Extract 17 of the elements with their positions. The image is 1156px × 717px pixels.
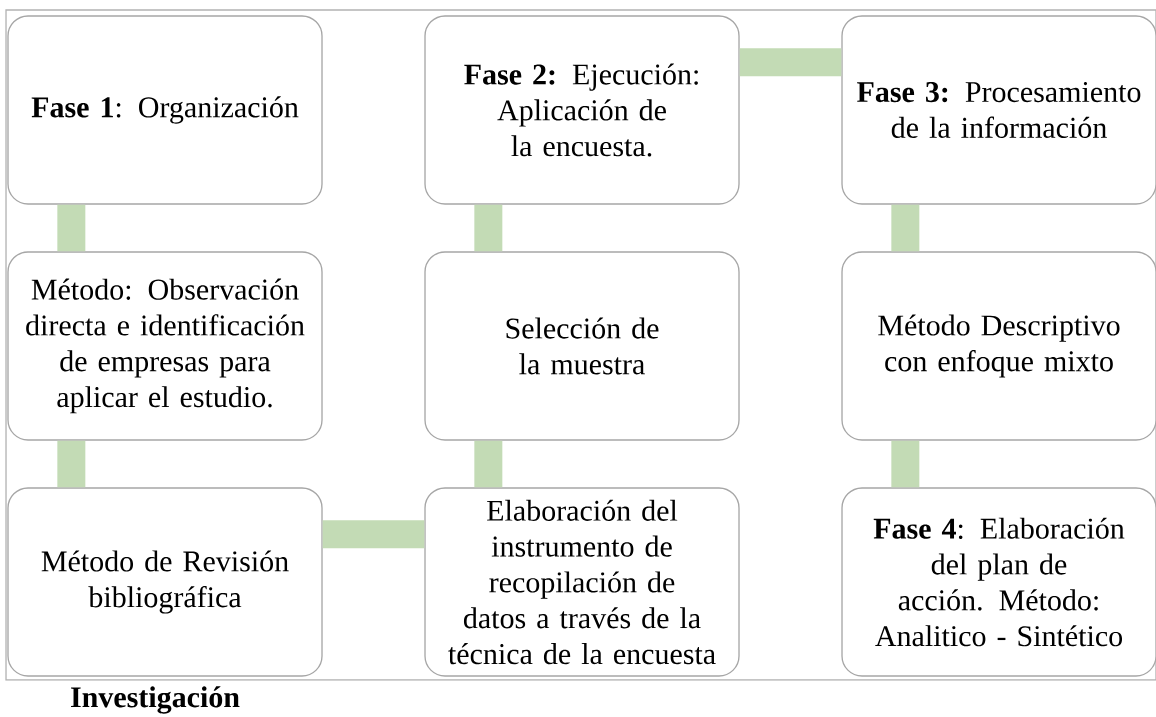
- process-box: Fase 3: Procesamiento de la información: [841, 15, 1156, 205]
- process-box: Fase 2: Ejecución: Aplicación de la encuesta.: [424, 15, 740, 205]
- process-box: Método: Observación directa e identificación de empresas para aplicar el estudio.: [7, 251, 323, 441]
- connector-bar: [474, 204, 503, 252]
- process-box: Fase 4: Elaboración del plan de acción. Método: Analitico - Sintético: [841, 487, 1156, 677]
- process-box: Elaboración del instrumento de recopilación de datos a través de la técnica de la encuesta: [424, 487, 740, 677]
- process-box: Método de Revisión bibliográfica: [7, 487, 323, 677]
- connector-bar: [739, 48, 842, 77]
- process-box: Selección de la muestra: [424, 251, 740, 441]
- process-box: Fase 1: Organización: [7, 15, 323, 205]
- connector-bar: [57, 440, 86, 488]
- connector-bar: [474, 440, 503, 488]
- connector-bar: [891, 440, 920, 488]
- connector-bar: [891, 204, 920, 252]
- connector-bar: [57, 204, 86, 252]
- process-box: Método Descriptivo con enfoque mixto: [841, 251, 1156, 441]
- connector-bar: [322, 520, 425, 549]
